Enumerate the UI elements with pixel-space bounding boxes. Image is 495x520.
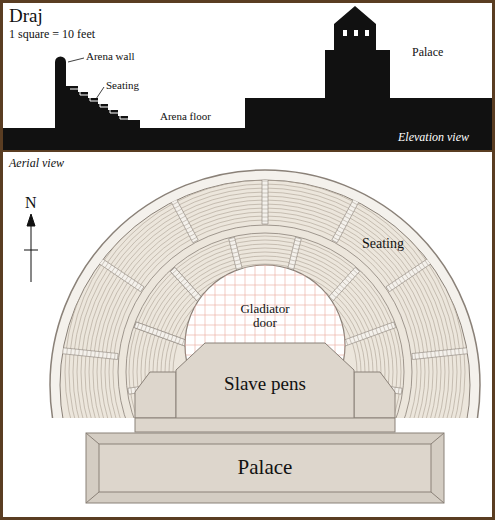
view-label: Aerial view bbox=[9, 157, 64, 170]
compass bbox=[24, 214, 38, 282]
block-name: Palace bbox=[238, 456, 293, 479]
region-label: Seating bbox=[362, 236, 404, 251]
divider bbox=[0, 150, 495, 152]
scale-note: 1 square = 10 feet bbox=[9, 28, 95, 41]
slave-pens-block: Slave pens bbox=[175, 340, 355, 418]
leader-lines bbox=[68, 58, 104, 99]
elevation-silhouette bbox=[0, 6, 495, 150]
part-name: Arena wall bbox=[86, 50, 135, 62]
part-name: Seating bbox=[106, 79, 139, 91]
arena-plan bbox=[50, 162, 480, 418]
part-name: Arena floor bbox=[160, 110, 211, 122]
seating-steps bbox=[70, 89, 132, 119]
part-name: Palace bbox=[412, 46, 443, 59]
map-title: Draj bbox=[9, 6, 43, 27]
part-name: Gladiator door bbox=[235, 302, 295, 331]
view-label: Elevation view bbox=[398, 131, 469, 144]
compass-letter: N bbox=[25, 194, 37, 212]
palace-windows bbox=[343, 30, 369, 36]
block-name: Slave pens bbox=[224, 374, 306, 395]
palace-block: Palace bbox=[85, 432, 445, 504]
